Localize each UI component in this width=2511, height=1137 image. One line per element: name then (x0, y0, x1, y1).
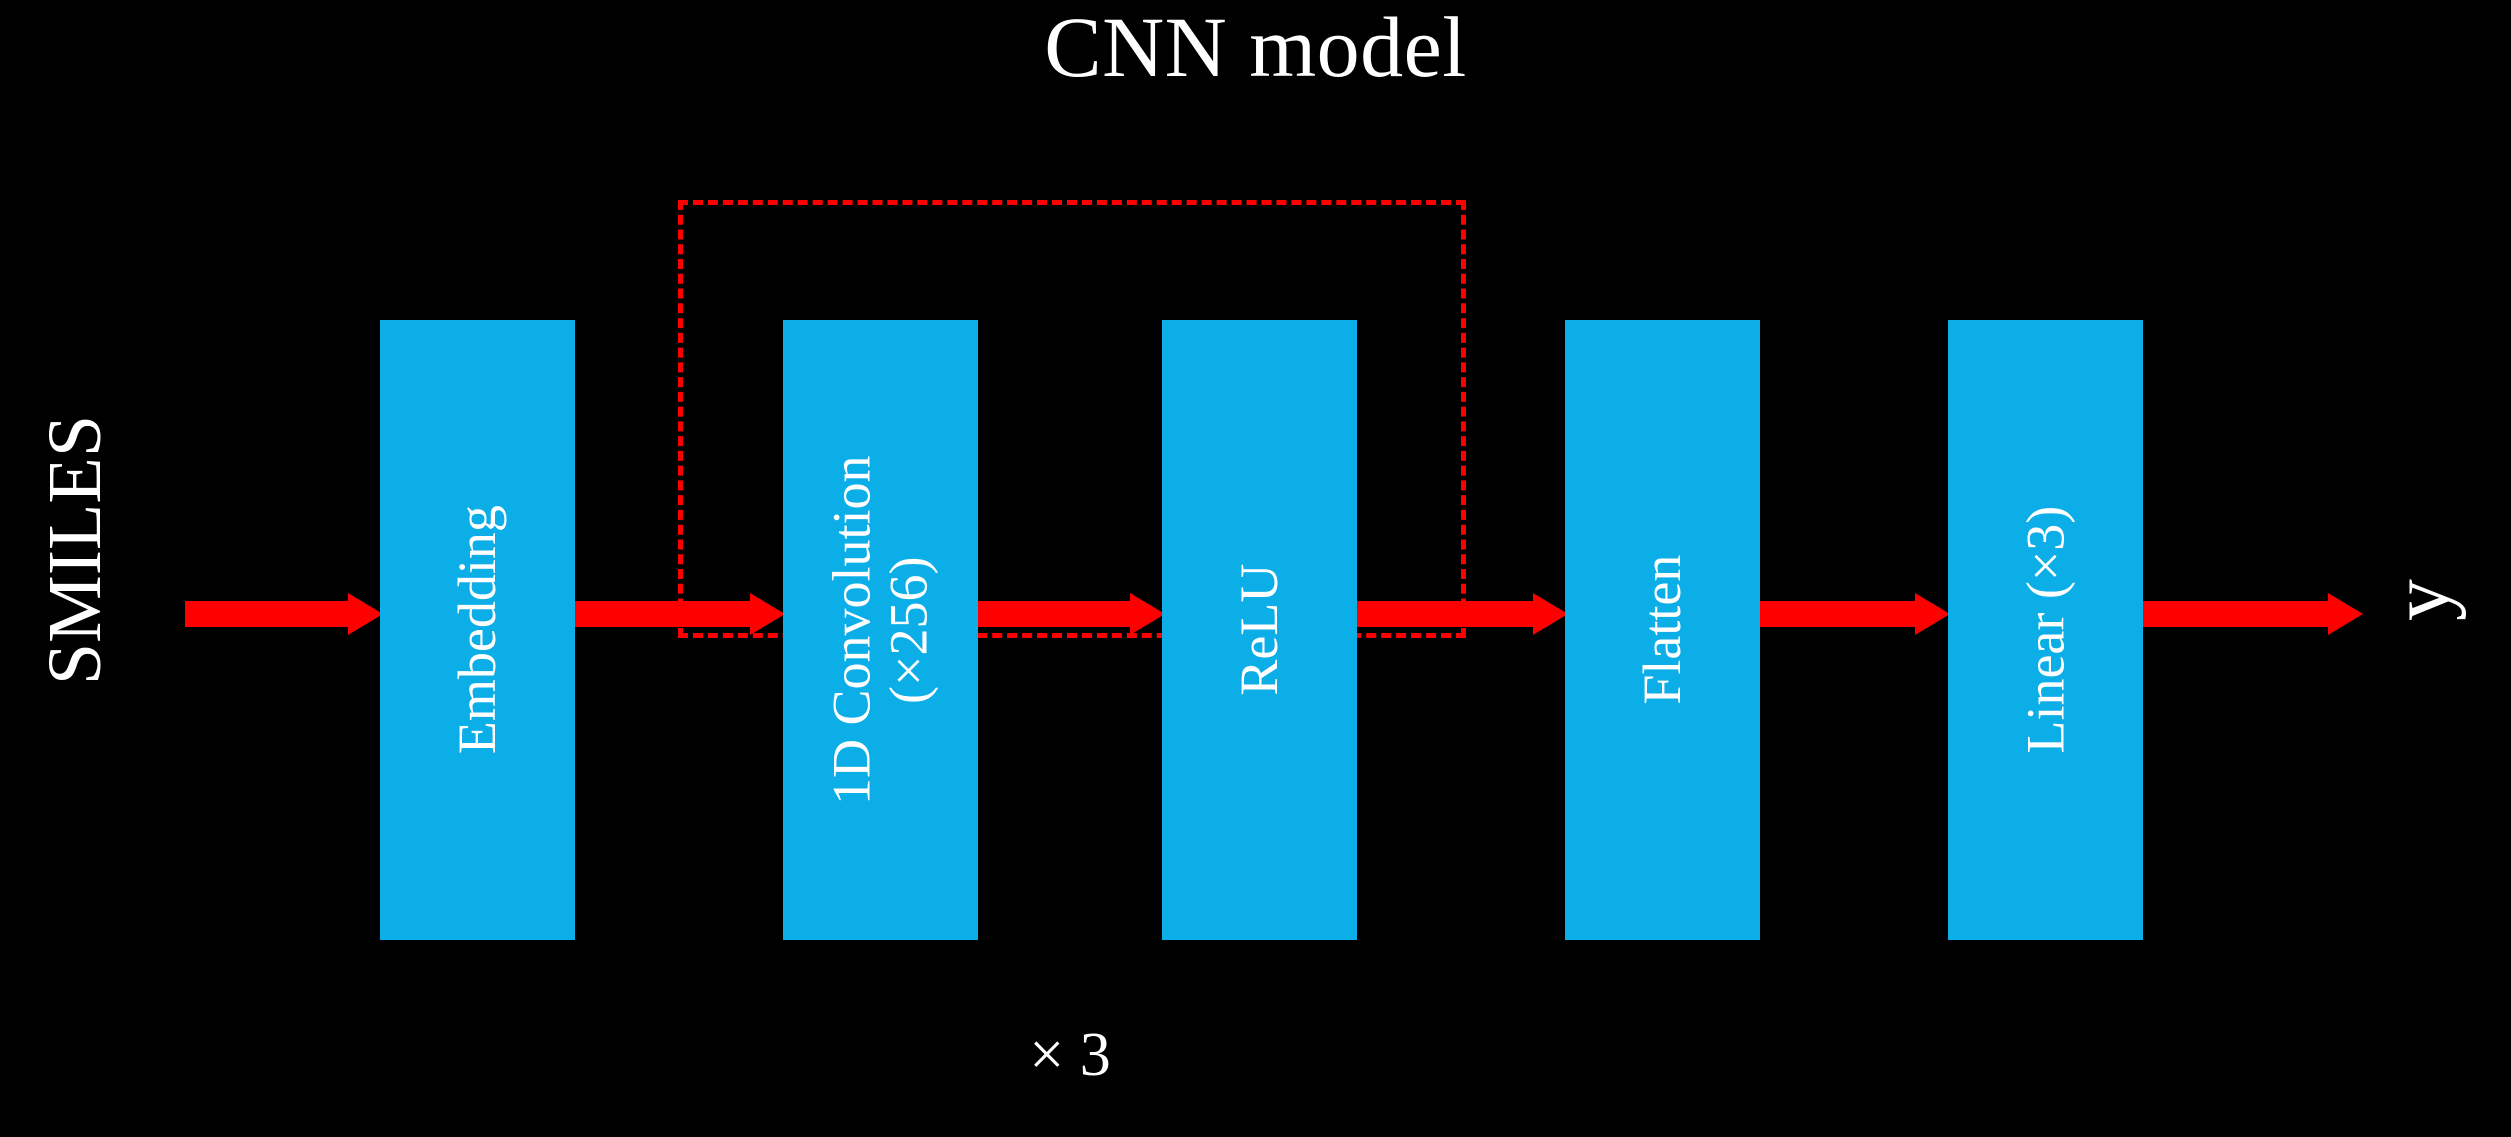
layer-label-line1: Embedding (446, 505, 507, 755)
layer-label: ReLU (1228, 532, 1289, 727)
arrow-shaft (1757, 601, 1917, 627)
repeat-group-caption: × 3 (1029, 1021, 1111, 1089)
arrow-linear-to-output (2140, 593, 2363, 635)
layer-label: Flatten (1631, 532, 1692, 727)
input-label-text: SMILES (32, 414, 117, 686)
arrow-smiles-to-embedding (185, 593, 383, 635)
layer-box-relu: ReLU (1162, 320, 1357, 940)
layer-box-conv1d: 1D Convolution (×256) (783, 320, 978, 940)
arrow-embedding-to-conv (572, 593, 785, 635)
layer-box-linear: Linear (×3) (1948, 320, 2143, 940)
arrow-shaft (1354, 601, 1535, 627)
layer-label-line1: Flatten (1631, 555, 1692, 705)
layer-box-embedding: Embedding (380, 320, 575, 940)
input-label-smiles: SMILES (30, 415, 120, 685)
layer-label-line1: Linear (×3) (2014, 506, 2075, 754)
arrow-head (1915, 593, 1950, 635)
arrow-head (1130, 593, 1165, 635)
repeat-group-dashed-box (678, 200, 1466, 638)
arrow-conv-to-relu (975, 593, 1165, 635)
arrow-flatten-to-linear (1757, 593, 1950, 635)
output-label-text: y (2373, 579, 2467, 621)
page-title: CNN model (1044, 0, 1467, 95)
arrow-head (2328, 593, 2363, 635)
layer-label: 1D Convolution (×256) (821, 455, 939, 805)
layer-label-line1: 1D Convolution (821, 455, 882, 805)
arrow-head (348, 593, 383, 635)
arrow-relu-to-flatten (1354, 593, 1568, 635)
output-label-y: y (2374, 535, 2467, 665)
layer-box-flatten: Flatten (1565, 320, 1760, 940)
arrow-shaft (975, 601, 1132, 627)
layer-label: Embedding (446, 505, 507, 755)
arrow-head (1533, 593, 1568, 635)
arrow-shaft (185, 601, 350, 627)
arrow-shaft (572, 601, 752, 627)
layer-label: Linear (×3) (2014, 506, 2075, 754)
arrow-head (750, 593, 785, 635)
arrow-shaft (2140, 601, 2330, 627)
layer-label-line1: ReLU (1228, 564, 1289, 696)
layer-label-line2: (×256) (878, 556, 939, 704)
